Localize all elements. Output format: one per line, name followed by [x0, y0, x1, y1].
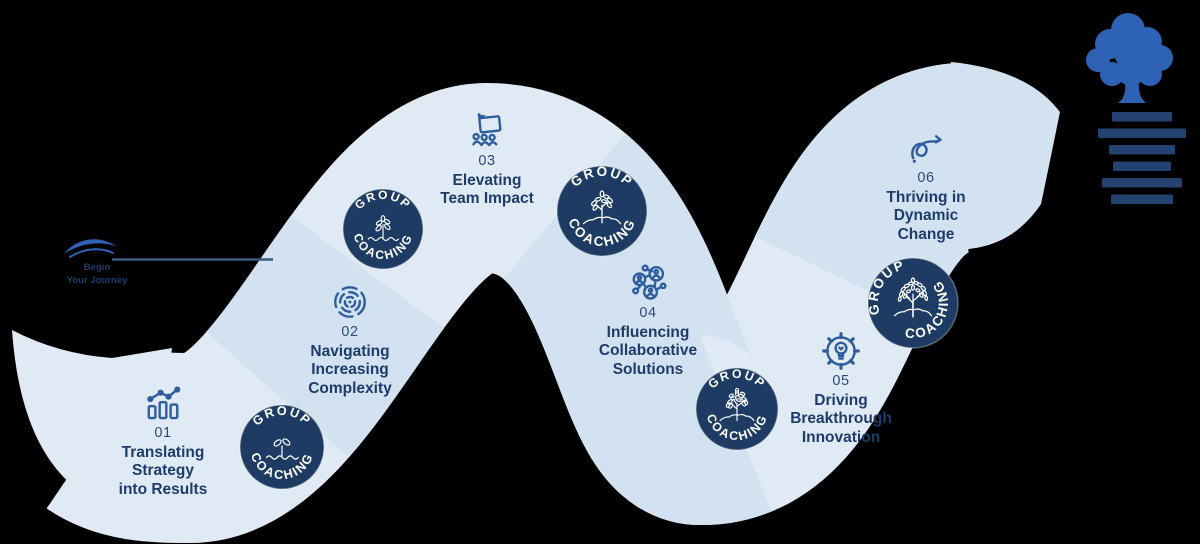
dynamic-change-icon	[911, 135, 942, 163]
tree-growth-icon	[367, 215, 400, 242]
stage-item: 01 Translating Strategy into Results	[71, 382, 255, 499]
stage-item: 02 Navigating Increasing Complexity	[258, 281, 442, 398]
team-impact-icon	[472, 113, 502, 147]
stage-title: Elevating Team Impact	[440, 172, 534, 208]
start-label-line1: Begin	[83, 262, 111, 273]
brand-wordmark-lines	[1098, 112, 1186, 204]
stage-item: 06 Thriving in Dynamic Change	[834, 127, 1018, 244]
stage-title: Thriving in Dynamic Change	[886, 189, 966, 243]
tree-growth-icon	[265, 438, 299, 460]
stage-item: 04 Influencing Collaborative Solutions	[556, 262, 740, 379]
stage-item: 03 Elevating Team Impact	[395, 110, 579, 209]
stage-title: Navigating Increasing Complexity	[308, 343, 392, 397]
ribbon-end-tail	[950, 62, 1060, 250]
stage-title: Driving Breakthrough Innovation	[790, 392, 892, 446]
tree-growth-icon	[719, 387, 755, 422]
stage-number: 05	[832, 373, 850, 389]
ribbon-start-tail	[12, 330, 172, 520]
start-label-line2: Your Journey	[66, 275, 128, 287]
innovation-gear-icon	[822, 332, 860, 370]
stage-number: 04	[639, 305, 657, 321]
stage-number: 01	[154, 425, 172, 441]
brand-tree-logo	[1086, 13, 1173, 103]
tree-growth-icon	[893, 277, 933, 318]
collaboration-network-icon	[632, 264, 667, 300]
stage-title: Translating Strategy into Results	[118, 444, 208, 498]
maze-icon	[334, 286, 366, 318]
stage-item: 05 Driving Breakthrough Innovation	[749, 330, 933, 447]
start-swoosh-icon	[64, 239, 117, 258]
stage-number: 06	[917, 170, 935, 186]
start-label: Begin Your Journey	[38, 261, 156, 288]
tree-growth-icon	[582, 190, 622, 225]
stage-title: Influencing Collaborative Solutions	[598, 324, 698, 378]
bar-chart-growth-icon	[147, 386, 181, 420]
stage-number: 02	[341, 324, 359, 340]
stage-number: 03	[478, 153, 496, 169]
